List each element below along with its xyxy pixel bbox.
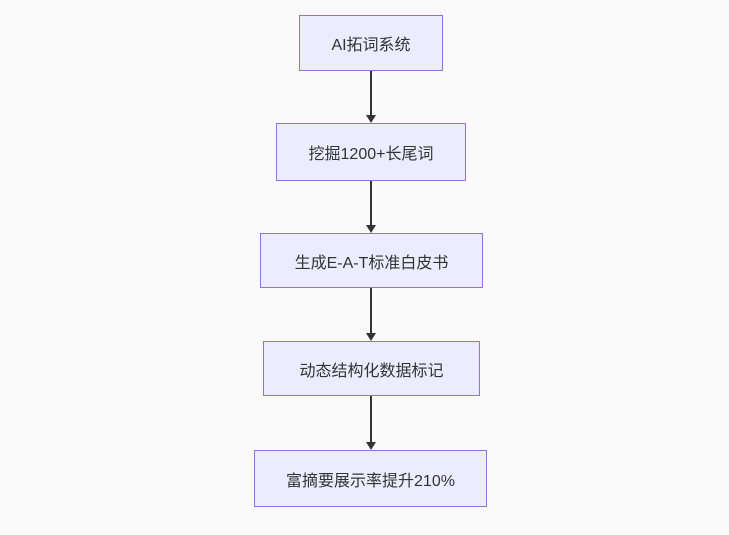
arrow-connector-3 — [366, 288, 376, 341]
arrowhead-down-icon — [366, 225, 376, 233]
arrow-line — [370, 181, 372, 225]
flow-node-label: AI拓词系统 — [331, 37, 411, 54]
flow-node-ai-word-expansion: AI拓词系统 — [299, 15, 443, 71]
arrow-line — [370, 71, 372, 115]
flow-node-label: 动态结构化数据标记 — [299, 362, 444, 380]
flow-node-label: 挖掘1200+长尾词 — [308, 146, 434, 163]
arrowhead-down-icon — [366, 442, 376, 450]
arrow-line — [370, 288, 372, 333]
arrow-connector-2 — [366, 181, 376, 233]
arrow-line — [370, 396, 372, 442]
flow-node-label: 富摘要展示率提升210% — [286, 472, 455, 490]
flow-node-rich-snippet-result: 富摘要展示率提升210% — [254, 450, 487, 507]
flow-node-structured-data-markup: 动态结构化数据标记 — [263, 341, 480, 396]
flow-node-eat-whitepaper: 生成E-A-T标准白皮书 — [260, 233, 483, 288]
flow-node-longtail-keywords: 挖掘1200+长尾词 — [276, 123, 466, 181]
arrowhead-down-icon — [366, 333, 376, 341]
flow-node-label: 生成E-A-T标准白皮书 — [294, 254, 449, 272]
arrowhead-down-icon — [366, 115, 376, 123]
arrow-connector-1 — [366, 71, 376, 123]
arrow-connector-4 — [366, 396, 376, 450]
